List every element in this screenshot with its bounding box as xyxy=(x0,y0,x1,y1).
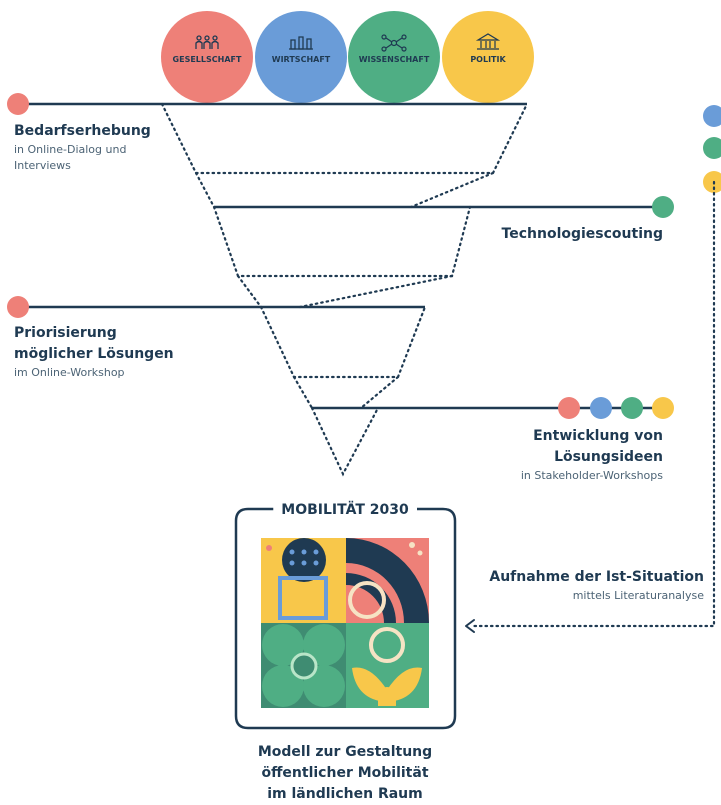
mobilitaet-2030-box: MOBILITÄT 2030 xyxy=(234,499,457,730)
step-line-priorisierung xyxy=(7,296,425,318)
arrow-head-icon xyxy=(465,619,475,633)
step-subtitle: im Online-Workshop xyxy=(14,366,125,379)
step-line-entwicklung xyxy=(312,397,674,419)
caption-line: öffentlicher Mobilität xyxy=(261,765,429,781)
step-subtitle: in Online-Dialog und xyxy=(14,143,127,156)
step-subtitle: mittels Literaturanalyse xyxy=(572,589,704,602)
step-priorisierung: Priorisierung möglicher Lösungen im Onli… xyxy=(14,323,174,381)
step-title: Entwicklung von xyxy=(533,428,663,444)
chess-pieces-icon xyxy=(289,36,313,50)
step-title: Priorisierung xyxy=(14,325,117,341)
side-dot-blue xyxy=(703,105,721,127)
step-title: Bedarfserhebung xyxy=(14,123,151,139)
mobility-illustration xyxy=(261,538,429,708)
box-title: MOBILITÄT 2030 xyxy=(281,501,409,518)
step-line-bedarfserhebung xyxy=(7,93,527,115)
category-gesellschaft: GESELLSCHAFT xyxy=(161,11,253,103)
funnel-outline xyxy=(160,102,529,477)
step-marker-dot xyxy=(7,93,29,115)
people-icon xyxy=(195,35,219,49)
side-dot-green xyxy=(703,137,721,159)
step-title: möglicher Lösungen xyxy=(14,346,174,362)
step-ist-situation: Aufnahme der Ist-Situation mittels Liter… xyxy=(489,567,704,604)
step-entwicklung: Entwicklung von Lösungsideen in Stakehol… xyxy=(521,426,663,484)
step-subtitle: in Stakeholder-Workshops xyxy=(520,469,663,482)
caption-line: im ländlichen Raum xyxy=(267,786,423,802)
network-icon xyxy=(381,34,407,52)
category-wirtschaft: WIRTSCHAFT xyxy=(255,11,347,103)
step-marker-dot-yellow xyxy=(652,397,674,419)
category-label: GESELLSCHAFT xyxy=(173,55,242,64)
category-label: WIRTSCHAFT xyxy=(272,55,331,64)
result-caption: Modell zur Gestaltung öffentlicher Mobil… xyxy=(245,742,445,805)
step-title: Aufnahme der Ist-Situation xyxy=(489,569,704,585)
step-marker-dot-blue xyxy=(590,397,612,419)
step-title: Technologiescouting xyxy=(501,226,663,242)
category-wissenschaft: WISSENSCHAFT xyxy=(348,11,440,103)
box-title-background xyxy=(273,499,417,520)
category-politik: POLITIK xyxy=(442,11,534,103)
ist-situation-connector xyxy=(465,105,721,633)
government-building-icon xyxy=(475,33,501,50)
step-technologiescouting: Technologiescouting xyxy=(502,224,663,245)
step-marker-dot xyxy=(652,196,674,218)
step-marker-dot-green xyxy=(621,397,643,419)
step-title: Lösungsideen xyxy=(554,449,663,465)
step-subtitle: Interviews xyxy=(14,159,71,172)
side-dot-yellow xyxy=(703,171,721,193)
caption-line: Modell zur Gestaltung xyxy=(257,744,433,760)
step-bedarfserhebung: Bedarfserhebung in Online-Dialog und Int… xyxy=(14,121,151,174)
step-marker-dot xyxy=(7,296,29,318)
category-label: POLITIK xyxy=(470,55,506,64)
category-label: WISSENSCHAFT xyxy=(359,55,430,64)
step-line-technologiescouting xyxy=(214,196,674,218)
step-marker-dot-red xyxy=(558,397,580,419)
